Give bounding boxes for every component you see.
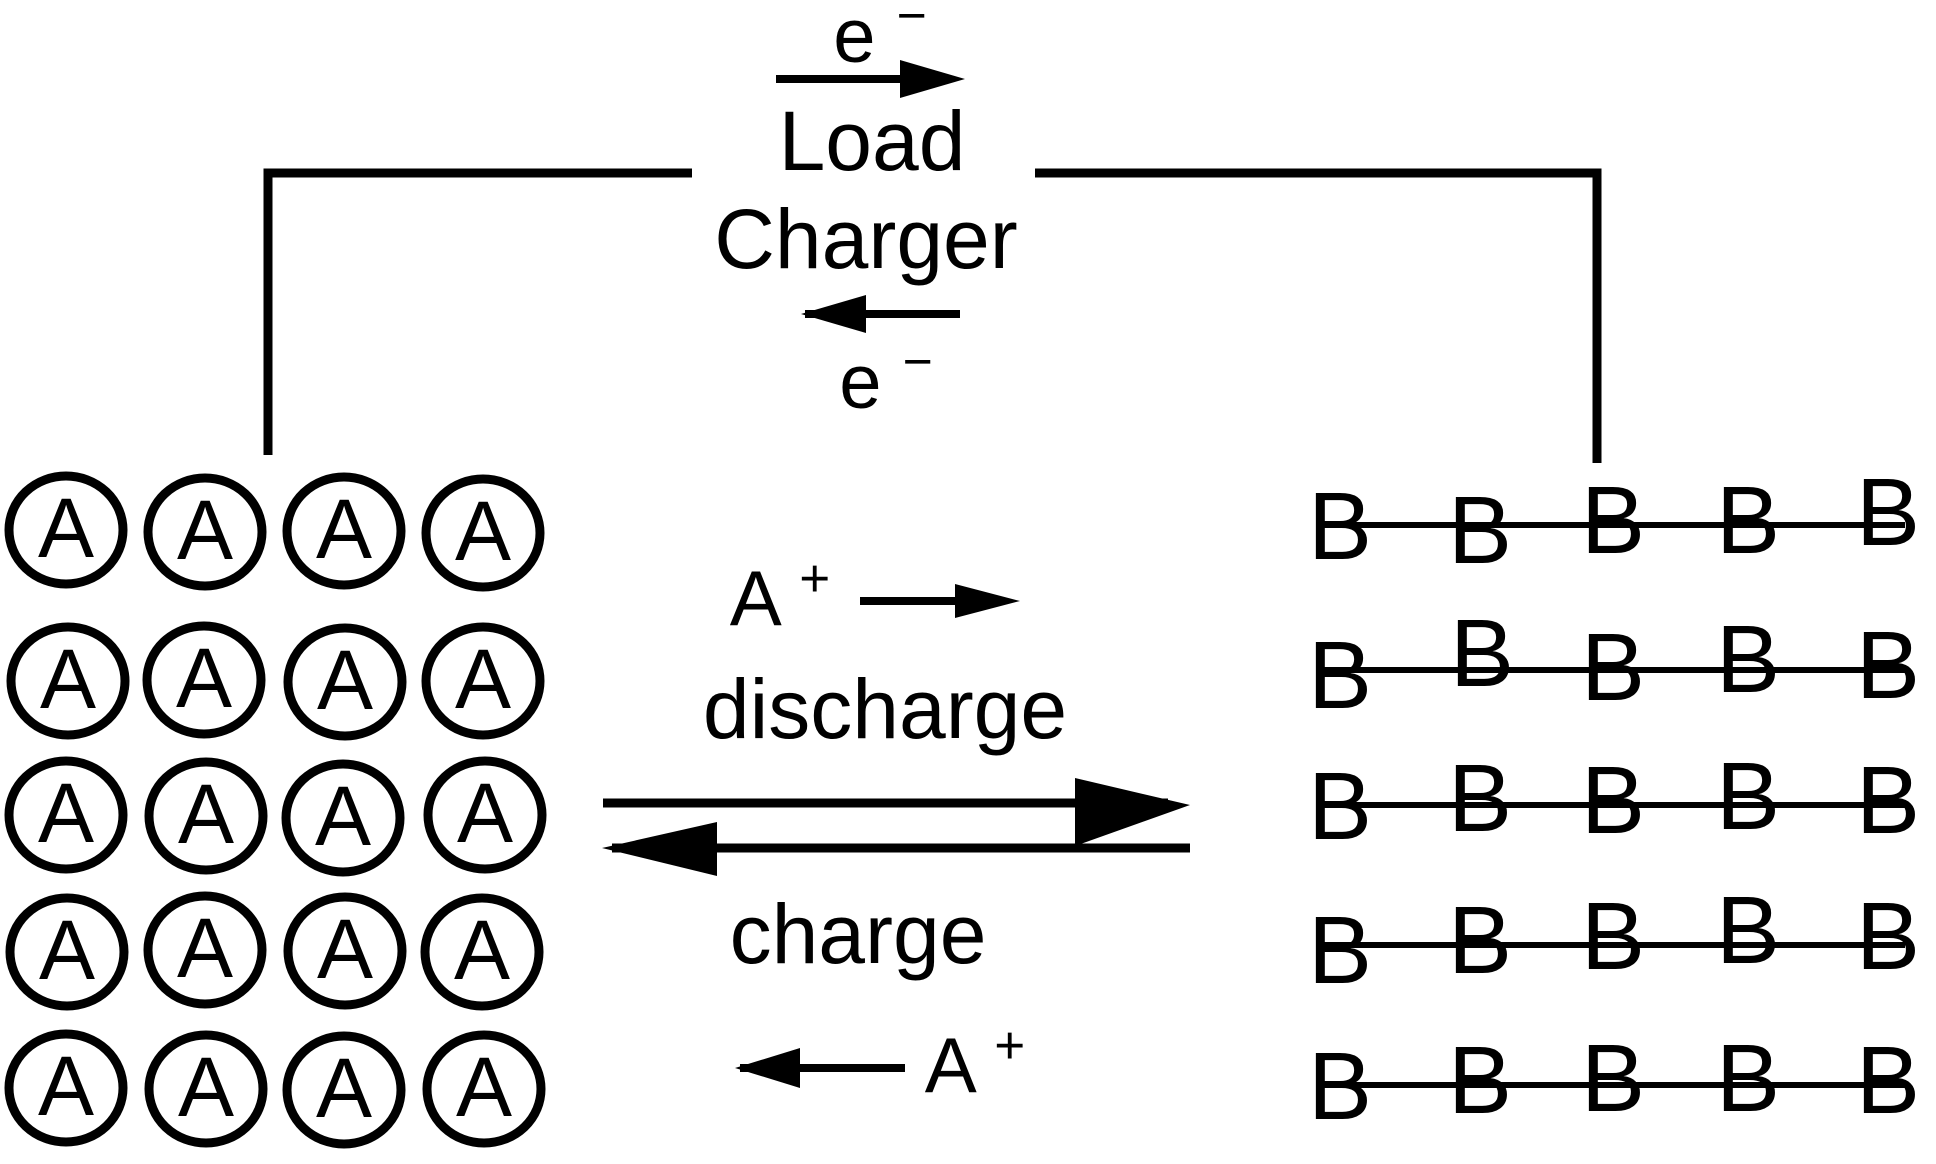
cathode-particle-label: B [1581, 614, 1645, 721]
anode-particle-label: A [317, 633, 373, 727]
anode-particle-label: A [177, 483, 233, 577]
anode-particle-circle [283, 623, 407, 741]
cathode-particle-label: B [1581, 747, 1645, 854]
electron-arrow-bottom-head [801, 295, 866, 333]
ion-arrow-bottom-head [735, 1048, 800, 1088]
anode-particle-label: A [457, 766, 513, 860]
main-reaction-arrows [602, 778, 1190, 876]
cathode-lattice-lines [1318, 522, 1905, 1088]
cathode-particle-label: B [1308, 897, 1372, 1004]
cathode-particle-label: B [1308, 622, 1372, 729]
cathode-particle-label: B [1716, 743, 1780, 850]
charge-superscript: + [994, 1016, 1025, 1075]
cathode-particle-label: B [1448, 1027, 1512, 1134]
electron-label-top: e − [833, 0, 927, 79]
electron-arrow-charge [801, 295, 960, 333]
anode-particle-circle [421, 622, 545, 740]
anode-particle-circle [283, 892, 407, 1010]
cathode-particle-label: B [1716, 467, 1780, 574]
anode-particle-label: A [177, 901, 233, 995]
anode-particle-circle [142, 621, 266, 739]
electron-label-bottom-text: e [839, 340, 881, 425]
anode-particle-circle [421, 474, 545, 592]
anode-particle-circle [144, 1030, 268, 1148]
electron-label-top-text: e [833, 0, 875, 79]
anode-particle-label: A [316, 1041, 372, 1135]
cathode-particle-label: B [1450, 600, 1514, 707]
ion-label-top-text: A [730, 554, 782, 642]
anode-particle-label: A [40, 632, 96, 726]
cathode-particle-label: B [1856, 1027, 1920, 1134]
anode-particle-circle [4, 1029, 128, 1147]
load-label: Load [779, 94, 966, 188]
cathode-particle-label: B [1856, 612, 1920, 719]
discharge-label: discharge [703, 662, 1067, 756]
main-arrow-bottom-head [602, 822, 717, 876]
anode-particle-label: A [454, 903, 510, 997]
ion-label-bottom-text: A [925, 1021, 977, 1109]
electron-arrow-top-head [900, 60, 965, 98]
ion-label-bottom: A + [925, 1016, 1025, 1110]
cathode-particle-label: B [1856, 459, 1920, 566]
anode-particle-label: A [178, 767, 234, 861]
anode-particle-label: A [39, 903, 95, 997]
anode-particle-circle [423, 756, 547, 874]
right-wire [1035, 168, 1602, 463]
anode-particle-label: A [176, 631, 232, 725]
left-wire [263, 168, 692, 455]
anode-particle-label: A [456, 1040, 512, 1134]
anode-particle-circle [281, 759, 405, 877]
anode-particle-circle [143, 473, 267, 591]
anode-particle-circle [4, 756, 128, 874]
anode-particle-label: A [316, 482, 372, 576]
ion-label-top: A + [730, 549, 830, 643]
anode-particle-label: A [455, 632, 511, 726]
ion-arrow-discharge [860, 584, 1020, 618]
anode-particle-circle [420, 893, 544, 1011]
anode-particle-circle [144, 757, 268, 875]
anode-particle-circle [4, 471, 128, 589]
cathode-particle-label: B [1716, 877, 1780, 984]
cathode-particle-label: B [1448, 887, 1512, 994]
anode-particle-label: A [455, 484, 511, 578]
electron-label-bottom: e − [839, 332, 933, 425]
cathode-particle-label: B [1716, 1025, 1780, 1132]
anode-particle-circle [422, 1030, 546, 1148]
anode-particle-label: A [38, 481, 94, 575]
ion-arrow-charge [735, 1048, 905, 1088]
cathode-particle-label: B [1308, 473, 1372, 580]
cathode-particle-label: B [1856, 883, 1920, 990]
anode-particle-circle [6, 622, 130, 740]
anode-particle-circle [282, 472, 406, 590]
charge-superscript: + [799, 549, 830, 608]
anode-particle-label: A [178, 1040, 234, 1134]
charge-label: charge [730, 887, 987, 981]
charger-label: Charger [714, 192, 1017, 286]
anode-particle-label: A [317, 902, 373, 996]
ion-arrow-top-head [955, 584, 1020, 618]
cathode-particle-label: B [1581, 1025, 1645, 1132]
external-circuit-wires [263, 168, 1602, 463]
cathode-particle-label: B [1308, 1033, 1372, 1140]
anode-particle-circle [143, 891, 267, 1009]
anode-particle-label: A [38, 766, 94, 860]
cathode-particle-label: B [1448, 477, 1512, 584]
anode-particle-circle [282, 1031, 406, 1149]
anode-particle-circle [5, 893, 129, 1011]
main-arrow-top-head [1075, 778, 1190, 846]
cathode-particle-label: B [1716, 606, 1780, 713]
anode-particle-circles [4, 471, 547, 1149]
cathode-particle-label: B [1581, 467, 1645, 574]
anode-particle-label: A [38, 1039, 94, 1133]
cathode-particle-label: B [1856, 747, 1920, 854]
cathode-particle-label: B [1308, 753, 1372, 860]
cathode-particle-label: B [1448, 745, 1512, 852]
anode-particle-label: A [315, 769, 371, 863]
cathode-particle-label: B [1581, 883, 1645, 990]
charge-superscript: − [903, 332, 933, 390]
charge-superscript: − [897, 0, 927, 44]
electron-arrow-discharge [776, 60, 965, 98]
